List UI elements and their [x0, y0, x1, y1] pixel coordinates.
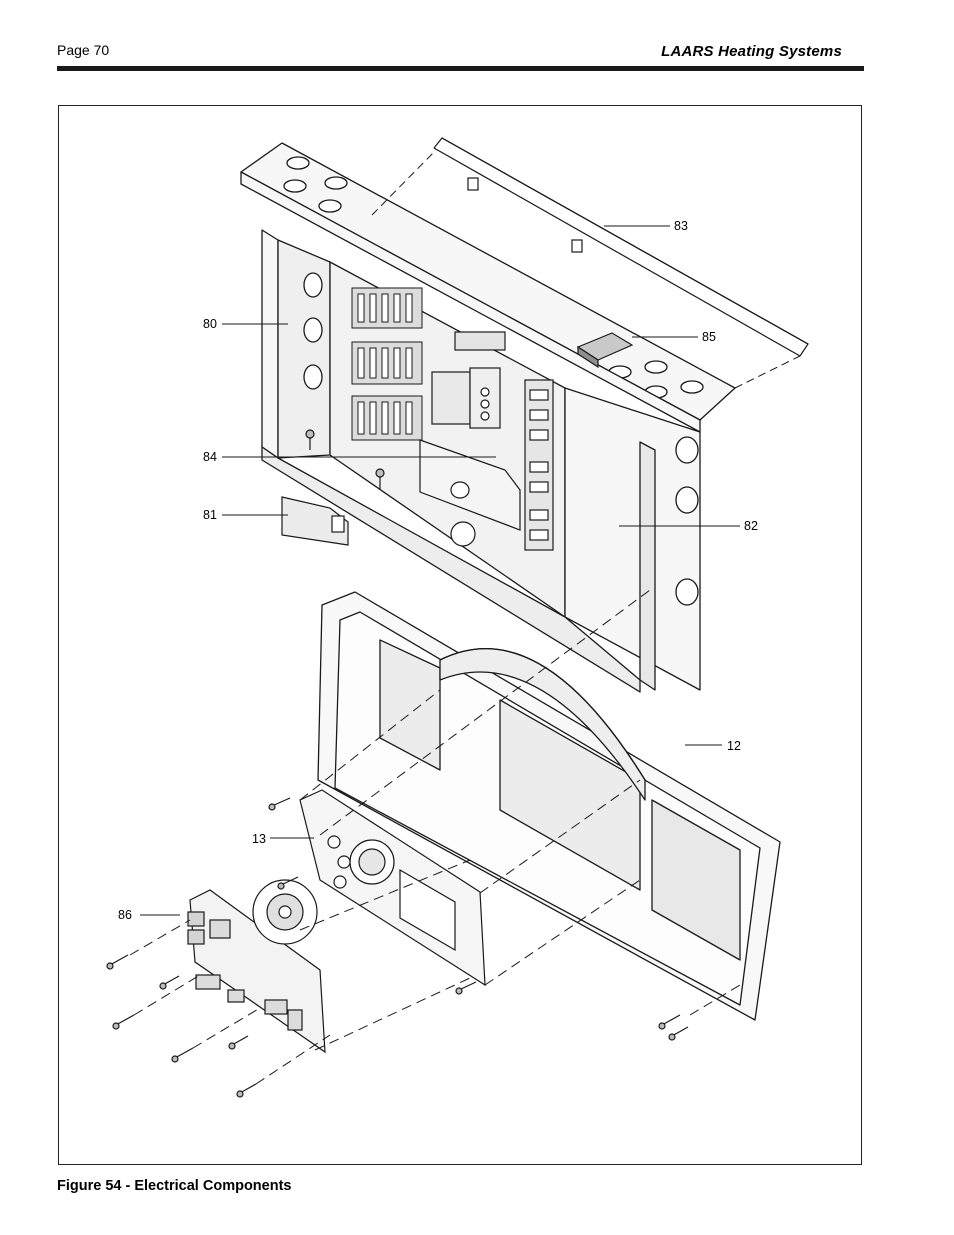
display-bracket [299, 789, 486, 987]
screws [106, 429, 689, 1098]
leader-lines [140, 225, 740, 916]
callout-80: 80 [203, 317, 217, 331]
rocker-switch [576, 332, 634, 369]
callout-82: 82 [744, 519, 758, 533]
callout-83: 83 [674, 219, 688, 233]
header-rule [57, 66, 864, 71]
callout-84: 84 [203, 450, 217, 464]
terminal-blocks [351, 287, 423, 441]
page-number: Page 70 [57, 42, 110, 58]
front-bezel [317, 591, 781, 1021]
control-module [419, 331, 554, 551]
mounting-rail [433, 137, 809, 357]
callout-12: 12 [727, 739, 741, 753]
figure-frame [58, 105, 862, 1165]
circuit-board [187, 879, 326, 1054]
figure-caption: Figure 54 - Electrical Components [57, 1178, 292, 1194]
callout-81: 81 [203, 508, 217, 522]
assembly-lines-upper [371, 149, 801, 389]
callout-labels: 83 80 85 84 81 82 12 13 86 [118, 219, 758, 922]
callout-86: 86 [118, 908, 132, 922]
callout-85: 85 [702, 330, 716, 344]
assembly-lines-lower [129, 589, 741, 1085]
transformer [281, 496, 349, 546]
callout-13: 13 [252, 832, 266, 846]
brand-header: LAARS Heating Systems [661, 43, 842, 60]
